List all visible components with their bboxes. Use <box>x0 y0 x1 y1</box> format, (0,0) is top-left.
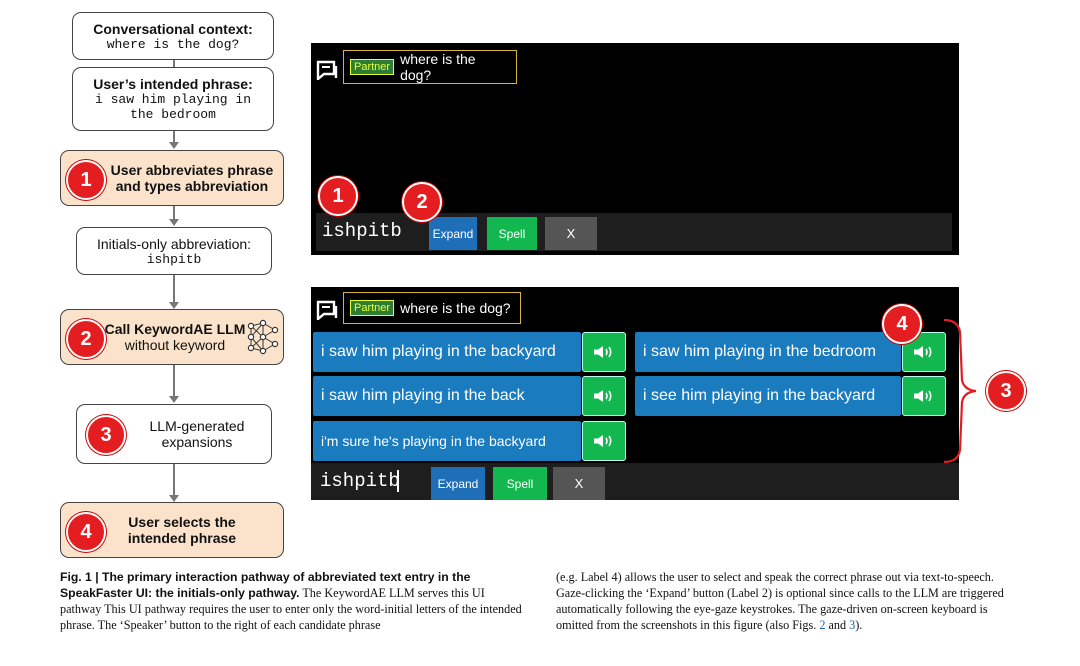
step1-line2: and types abbreviation <box>115 178 269 194</box>
arrowhead <box>169 495 179 502</box>
candidate-phrase-5[interactable]: i'm sure he's playing in the backyard <box>313 421 581 461</box>
step4-line1: User selects the <box>128 514 236 530</box>
step2-number-badge: 2 <box>66 319 106 359</box>
context-value: where is the dog? <box>106 36 240 52</box>
figure-ref-link[interactable]: 3 <box>849 618 856 632</box>
figure-label: Fig. 1 | The primary interaction pathway… <box>60 570 471 600</box>
context-title: Conversational context: <box>93 20 253 37</box>
partner-message: Partner where is the dog? <box>343 292 521 324</box>
label3-badge: 3 <box>986 371 1026 411</box>
arrowhead <box>169 302 179 309</box>
input-bar <box>311 463 959 500</box>
abbreviation-title: Initials-only abbreviation: <box>96 235 252 252</box>
neural-network-icon <box>247 319 279 355</box>
conversation-icon <box>316 60 338 80</box>
candidate-phrase-2[interactable]: i saw him playing in the bedroom <box>635 332 901 372</box>
speaker-icon <box>594 390 612 402</box>
label4-badge: 4 <box>882 304 922 344</box>
speaker-icon <box>914 390 932 402</box>
step4-number-badge: 4 <box>66 512 106 552</box>
bottom-screenshot: Partner where is the dog? i saw him play… <box>311 287 959 500</box>
intended-phrase-box: User’s intended phrase: i saw him playin… <box>72 67 274 131</box>
caption-right-text: (e.g. Label 4) allows the user to select… <box>556 570 1004 632</box>
abbreviation-input[interactable]: ishpitb <box>320 470 400 492</box>
conversation-icon <box>316 300 338 320</box>
caption-right-text-2: and <box>825 618 850 632</box>
step1-number-badge: 1 <box>66 160 106 200</box>
arrowhead <box>169 142 179 149</box>
candidate-phrase-3[interactable]: i saw him playing in the back <box>313 376 581 416</box>
figure-ref-link[interactable]: 2 <box>819 618 826 632</box>
speaker-icon <box>914 346 932 358</box>
text-cursor <box>397 470 399 492</box>
connector <box>173 60 175 68</box>
abbreviation-value: ishpitb <box>146 251 202 267</box>
context-box: Conversational context: where is the dog… <box>72 12 274 60</box>
close-button[interactable]: X <box>553 467 605 500</box>
abbreviation-box: Initials-only abbreviation: ishpitb <box>76 227 272 275</box>
step4-box: User selects the intended phrase <box>60 502 284 558</box>
partner-message: Partner where is the dog? <box>343 50 517 84</box>
expand-button[interactable]: Expand <box>431 467 485 500</box>
spell-button[interactable]: Spell <box>493 467 547 500</box>
spell-button[interactable]: Spell <box>487 217 537 250</box>
candidate-phrase-4[interactable]: i see him playing in the backyard <box>635 376 901 416</box>
connector <box>173 365 175 397</box>
step1-line1: User abbreviates phrase <box>110 162 274 178</box>
abbreviation-input[interactable]: ishpitb <box>322 220 402 242</box>
step3-line2: expansions <box>161 434 233 450</box>
figure-caption-right: (e.g. Label 4) allows the user to select… <box>556 569 1026 633</box>
intended-value-line2: the bedroom <box>130 107 216 122</box>
intended-title: User’s intended phrase: <box>93 76 253 92</box>
expand-button[interactable]: Expand <box>429 217 477 250</box>
speaker-button-5[interactable] <box>582 421 626 461</box>
step3-line1: LLM-generated <box>149 418 245 434</box>
step2-line2: without keyword <box>124 337 226 353</box>
step2-line1: Call KeywordAE LLM <box>104 321 246 337</box>
step3-number-badge: 3 <box>86 415 126 455</box>
caption-right-text-3: ). <box>855 618 863 632</box>
speaker-icon <box>594 435 612 447</box>
intended-value-line1: i saw him playing in <box>94 92 252 107</box>
partner-tag: Partner <box>350 300 395 316</box>
arrowhead <box>169 396 179 403</box>
speaker-icon <box>594 346 612 358</box>
caption-left-text: The KeywordAE LLM serves this UI pathway… <box>60 586 522 632</box>
partner-text: where is the dog? <box>400 51 476 83</box>
candidates-bracket <box>943 318 977 464</box>
figure-caption-left: Fig. 1 | The primary interaction pathway… <box>60 569 528 633</box>
speaker-button-3[interactable] <box>582 376 626 416</box>
connector <box>173 464 175 496</box>
connector <box>173 131 175 143</box>
label1-badge: 1 <box>318 176 358 216</box>
close-button[interactable]: X <box>545 217 597 250</box>
label2-badge: 2 <box>402 182 442 222</box>
speaker-button-1[interactable] <box>582 332 626 372</box>
partner-text: where is the dog? <box>400 300 511 316</box>
top-screenshot: Partner where is the dog? ishpitb Expand… <box>311 43 959 255</box>
step4-line2: intended phrase <box>127 530 237 546</box>
partner-tag: Partner <box>350 59 395 75</box>
arrowhead <box>169 219 179 226</box>
candidate-phrase-1[interactable]: i saw him playing in the backyard <box>313 332 581 372</box>
speaker-button-4[interactable] <box>902 376 946 416</box>
connector <box>173 275 175 303</box>
connector <box>173 206 175 220</box>
